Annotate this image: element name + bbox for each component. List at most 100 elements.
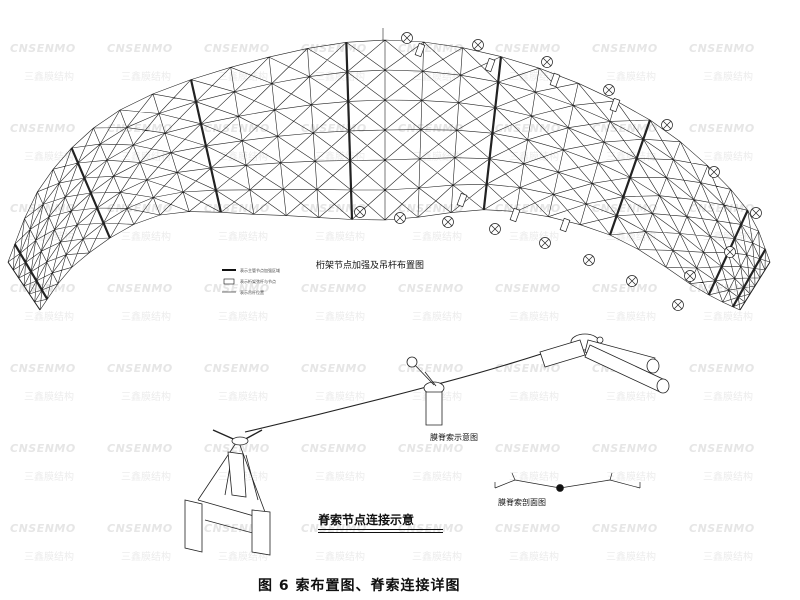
watermark-text: CNSENMO (107, 202, 173, 215)
watermark-text: CNSENMO (495, 122, 561, 135)
reinforced-node-line (482, 56, 503, 210)
watermark-text: CNSENMO (107, 442, 173, 455)
reinforced-node-line (70, 147, 111, 239)
hanger-cross (490, 224, 500, 234)
watermark-text: CNSENMO (107, 42, 173, 55)
hanger-cross (402, 33, 412, 43)
watermark-text: CNSENMO (689, 202, 755, 215)
watermark-text: CNSENMO (10, 442, 76, 455)
watermark-text-cn: 三鑫膜结构 (509, 152, 559, 163)
watermark-text-cn: 三鑫膜结构 (703, 552, 753, 563)
hanger-cross (627, 276, 637, 286)
bolt (596, 336, 604, 344)
tube-branch (539, 339, 586, 368)
watermark-text: CNSENMO (592, 42, 658, 55)
watermark-text-cn: 三鑫膜结构 (24, 392, 74, 403)
hanger-markers (354, 32, 762, 311)
watermark-text: CNSENMO (10, 362, 76, 375)
watermark-text-cn: 三鑫膜结构 (24, 72, 74, 83)
reinforced-node-line (731, 248, 767, 308)
watermark-text-cn: 三鑫膜结构 (412, 72, 462, 83)
watermark-text-cn: 三鑫膜结构 (606, 152, 656, 163)
hanger-cross (725, 247, 735, 257)
ridge-cable-section-label: 膜脊索剖面图 (498, 498, 546, 507)
hanger-plate (609, 97, 621, 113)
watermark-text: CNSENMO (10, 202, 76, 215)
watermark-text-cn: 三鑫膜结构 (315, 312, 365, 323)
watermark-text-cn: 三鑫膜结构 (703, 472, 753, 483)
cable-dot (556, 484, 564, 492)
watermark-text: CNSENMO (10, 522, 76, 535)
watermark-text-cn: 三鑫膜结构 (121, 472, 171, 483)
watermark-text-cn: 三鑫膜结构 (606, 552, 656, 563)
watermark-text-cn: 三鑫膜结构 (315, 472, 365, 483)
watermark-text: CNSENMO (495, 442, 561, 455)
watermark-text-cn: 三鑫膜结构 (121, 232, 171, 243)
hanger-cross (673, 300, 683, 310)
watermark-text-cn: 三鑫膜结构 (24, 312, 74, 323)
top-plan-title: 桁架节点加强及吊杆布置图 (316, 261, 425, 271)
watermark-text: CNSENMO (10, 42, 76, 55)
hanger-plate (456, 192, 468, 208)
watermark-text-cn: 三鑫膜结构 (703, 72, 753, 83)
watermark-text-cn: 三鑫膜结构 (24, 472, 74, 483)
ridge-cable (244, 341, 579, 433)
reinforced-node-line (13, 243, 49, 300)
watermark-text-cn: 三鑫膜结构 (509, 472, 559, 483)
watermark-text: CNSENMO (495, 362, 561, 375)
ridge-cable-connection-label: 脊索节点连接示意 (318, 513, 415, 527)
watermark-text-cn: 三鑫膜结构 (121, 72, 171, 83)
watermark-text: CNSENMO (495, 282, 561, 295)
hanger-plate (484, 57, 496, 73)
watermark-text-cn: 三鑫膜结构 (509, 552, 559, 563)
figure-caption: 图 6 索布置图、脊索连接详图 (258, 578, 461, 594)
watermark-text-cn: 三鑫膜结构 (606, 472, 656, 483)
tube-end (646, 358, 660, 374)
arched-truss-plan (7, 28, 771, 311)
legend-item-3: 表示吊杆位置 (240, 290, 264, 295)
hanger-cross (355, 207, 365, 217)
legend-box (223, 278, 235, 285)
watermark-text-cn: 三鑫膜结构 (315, 232, 365, 243)
hanger-cross (584, 255, 594, 265)
hanger-cross (542, 57, 552, 67)
watermark-text: CNSENMO (398, 202, 464, 215)
ridge-cable-schematic-label: 膜脊索示意图 (430, 433, 478, 442)
legend-item-1: 表示主管节点加强区域 (240, 268, 280, 273)
watermark-text: CNSENMO (592, 522, 658, 535)
watermark-text-cn: 三鑫膜结构 (218, 232, 268, 243)
watermark-text: CNSENMO (301, 282, 367, 295)
watermark-text: CNSENMO (689, 42, 755, 55)
hanger-cross (709, 167, 719, 177)
membrane-profile (494, 479, 641, 489)
watermark-text-cn: 三鑫膜结构 (509, 312, 559, 323)
watermark-text: CNSENMO (301, 522, 367, 535)
watermark-text: CNSENMO (689, 362, 755, 375)
hanger-cross (473, 40, 483, 50)
support-pipe (227, 451, 247, 498)
watermark-text-cn: 三鑫膜结构 (315, 552, 365, 563)
watermark-text-cn: 三鑫膜结构 (315, 152, 365, 163)
label-underline-2 (318, 532, 443, 533)
watermark-text: CNSENMO (495, 42, 561, 55)
hanger-cross (685, 271, 695, 281)
legend-marks (222, 269, 236, 293)
watermark-text-cn: 三鑫膜结构 (703, 392, 753, 403)
watermark-text-cn: 三鑫膜结构 (24, 152, 74, 163)
reinforced-node-line (608, 119, 652, 236)
truss-grid (7, 39, 771, 311)
support-pipe (184, 499, 203, 553)
watermark-text: CNSENMO (398, 442, 464, 455)
watermark-text: CNSENMO (204, 442, 270, 455)
watermark-text-cn: 三鑫膜结构 (606, 392, 656, 403)
watermark-text: CNSENMO (301, 202, 367, 215)
hanger-cross (751, 208, 761, 218)
watermark-text-cn: 三鑫膜结构 (412, 152, 462, 163)
watermark-text-cn: 三鑫膜结构 (121, 312, 171, 323)
watermark-text-cn: 三鑫膜结构 (412, 552, 462, 563)
watermark-text-cn: 三鑫膜结构 (218, 312, 268, 323)
reinforced-node-line (189, 79, 222, 213)
hanger-plate (549, 72, 561, 88)
hanger-cross (395, 213, 405, 223)
